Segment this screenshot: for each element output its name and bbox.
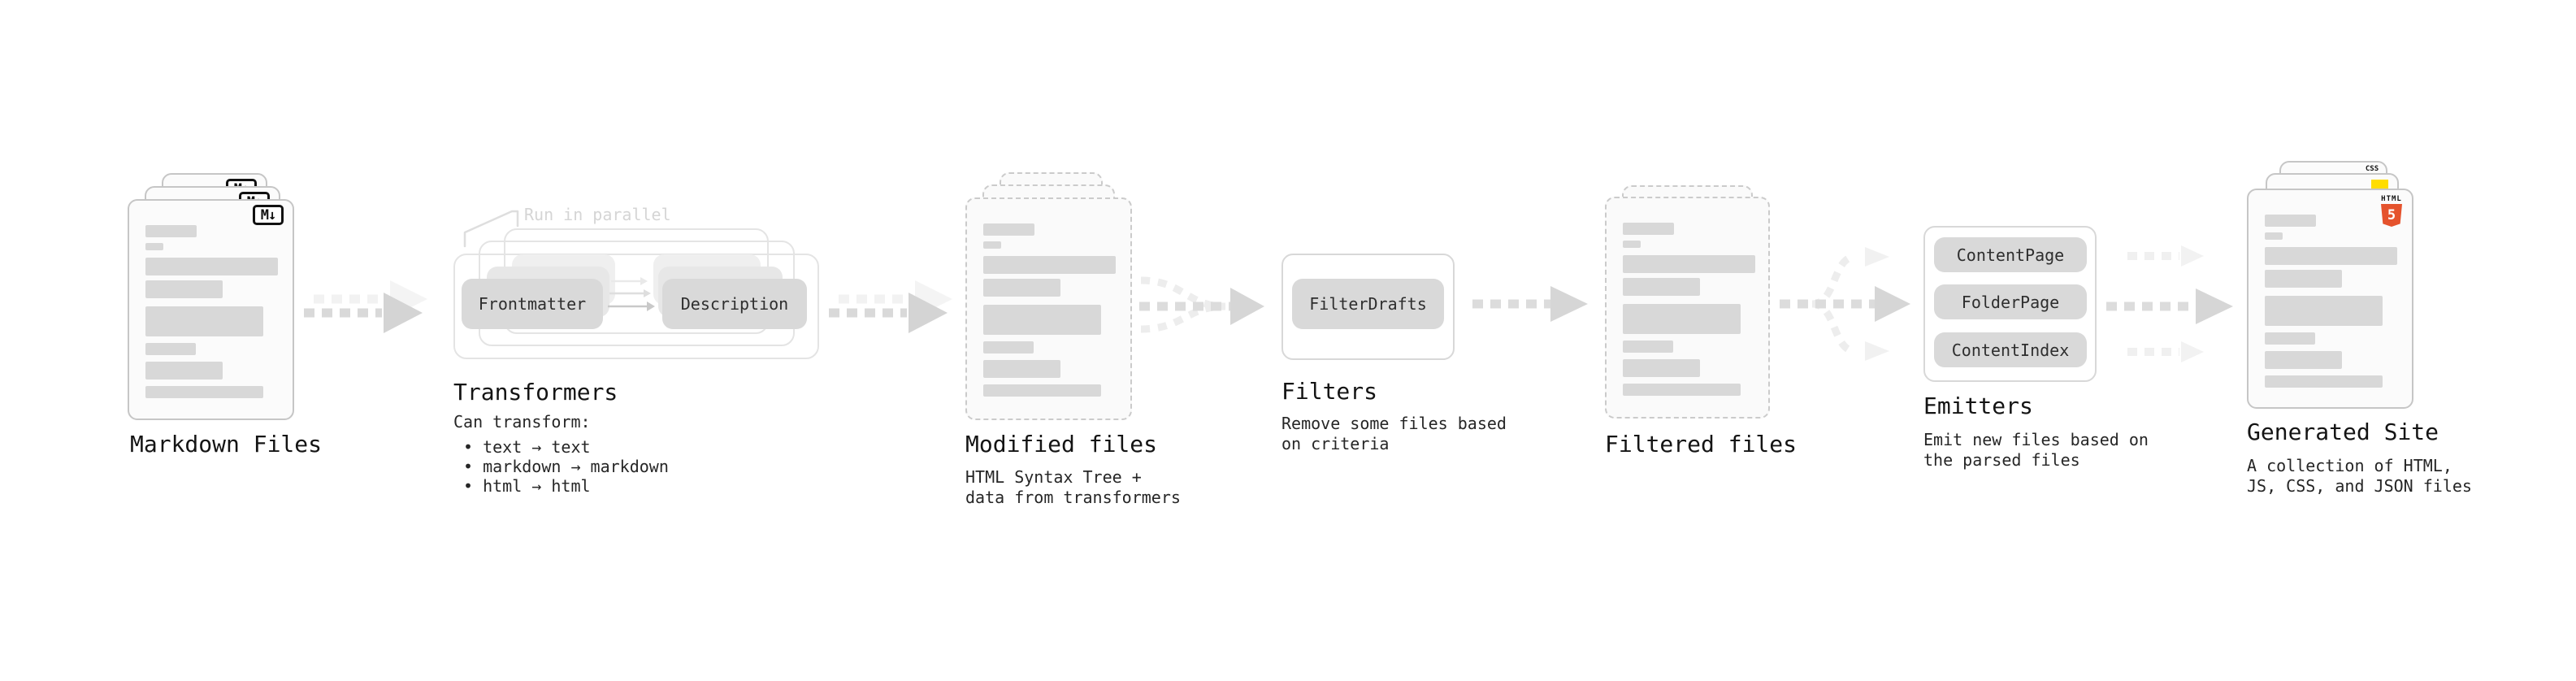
markdown-file-card-front: M↓ (128, 199, 294, 420)
html5-number: 5 (2387, 207, 2396, 223)
emitters-description: Emit new files based on the parsed files (1923, 430, 2149, 470)
placeholder-text-bar (2265, 247, 2397, 265)
placeholder-text-bar (145, 343, 196, 355)
modified-files-description: HTML Syntax Tree + data from transformer… (965, 467, 1181, 507)
placeholder-text-bar (983, 384, 1101, 397)
placeholder-text-bar (145, 306, 263, 336)
fanout-arrow-filtered-to-emitters (1780, 247, 1910, 361)
description-pill: Description (662, 279, 807, 329)
placeholder-text-bar (983, 223, 1034, 236)
emitters-title: Emitters (1923, 393, 2033, 419)
placeholder-text-bar (1623, 340, 1673, 353)
description-line: data from transformers (965, 487, 1181, 507)
bullet-item: • text → text (463, 437, 591, 457)
bullet-item: • html → html (463, 476, 591, 496)
markdown-files-label: Markdown Files (130, 431, 323, 458)
flow-arrow-markdown-to-transformers (304, 280, 427, 333)
css-badge-text: CSS (2365, 165, 2379, 173)
flow-arrow-transformers-to-modified (829, 280, 952, 333)
placeholder-text-bar (2265, 351, 2342, 369)
transformers-description: Can transform: (453, 412, 591, 432)
placeholder-text-bar (983, 341, 1034, 354)
description-line: on criteria (1281, 433, 1390, 453)
frontmatter-pill: Frontmatter (462, 279, 603, 329)
transformer-box-front (453, 254, 819, 359)
description-line: Remove some files based (1281, 414, 1507, 433)
placeholder-text-bar (2265, 232, 2283, 240)
filters-title: Filters (1281, 378, 1378, 405)
contentpage-pill: ContentPage (1934, 237, 2087, 272)
description-line: JS, CSS, and JSON files (2247, 475, 2472, 496)
filterdrafts-pill: FilterDrafts (1292, 279, 1444, 329)
html5-badge-text: HTML (2381, 195, 2402, 203)
placeholder-text-bar (983, 241, 1001, 249)
placeholder-text-bar (1623, 223, 1674, 235)
placeholder-text-bar (2265, 296, 2383, 326)
site-file-card-html: HTML 5 (2247, 189, 2413, 409)
bullet-item: • markdown → markdown (463, 457, 669, 476)
markdown-icon: M↓ (253, 205, 284, 225)
modified-file-card-front (965, 197, 1132, 420)
placeholder-text-bar (2265, 215, 2316, 227)
placeholder-text-bar (145, 280, 223, 298)
description-line: HTML Syntax Tree + (965, 467, 1142, 487)
placeholder-text-bar (145, 258, 278, 275)
js-icon (2371, 180, 2388, 190)
placeholder-text-bar (983, 279, 1060, 297)
placeholder-text-bar (2265, 332, 2315, 345)
transformers-bullet-list: • text → text • markdown → markdown • ht… (463, 437, 669, 496)
placeholder-text-bar (145, 386, 263, 398)
placeholder-text-bar (1623, 255, 1755, 273)
flow-arrow-filters-to-filtered (1472, 286, 1588, 322)
filtered-files-label: Filtered files (1605, 431, 1798, 458)
placeholder-text-bar (1623, 359, 1700, 377)
placeholder-text-bar (1623, 384, 1741, 396)
can-transform-label: Can transform: (453, 412, 591, 432)
placeholder-text-bar (1623, 304, 1741, 334)
description-line: Emit new files based on (1923, 430, 2149, 449)
folderpage-pill: FolderPage (1934, 284, 2087, 319)
run-in-parallel-annotation: Run in parallel (524, 205, 671, 224)
placeholder-text-bar (1623, 241, 1641, 248)
filtered-file-card-front (1605, 197, 1770, 419)
transformers-title: Transformers (453, 379, 618, 406)
run-in-parallel-leader-line (463, 210, 519, 248)
transform-step-arrows (608, 277, 655, 311)
description-line: A collection of HTML, (2247, 456, 2452, 475)
contentindex-pill: ContentIndex (1934, 332, 2087, 367)
generated-site-description: A collection of HTML, JS, CSS, and JSON … (2247, 456, 2472, 496)
placeholder-text-bar (1623, 278, 1700, 296)
merge-arrow-modified-to-filters (1139, 276, 1264, 333)
placeholder-text-bar (145, 243, 163, 250)
placeholder-text-bar (983, 360, 1060, 378)
description-line: the parsed files (1923, 449, 2080, 470)
generated-site-label: Generated Site (2247, 419, 2439, 445)
html5-icon: HTML 5 (2379, 195, 2404, 227)
placeholder-text-bar (2265, 375, 2383, 388)
placeholder-text-bar (145, 362, 223, 380)
html5-shield: 5 (2381, 204, 2402, 227)
modified-files-label: Modified files (965, 431, 1158, 458)
flow-arrows-emitters-to-site (2106, 245, 2233, 362)
placeholder-text-bar (145, 225, 197, 237)
filters-description: Remove some files based on criteria (1281, 414, 1507, 453)
placeholder-text-bar (2265, 270, 2342, 288)
placeholder-text-bar (983, 305, 1101, 335)
placeholder-text-bar (983, 256, 1116, 274)
